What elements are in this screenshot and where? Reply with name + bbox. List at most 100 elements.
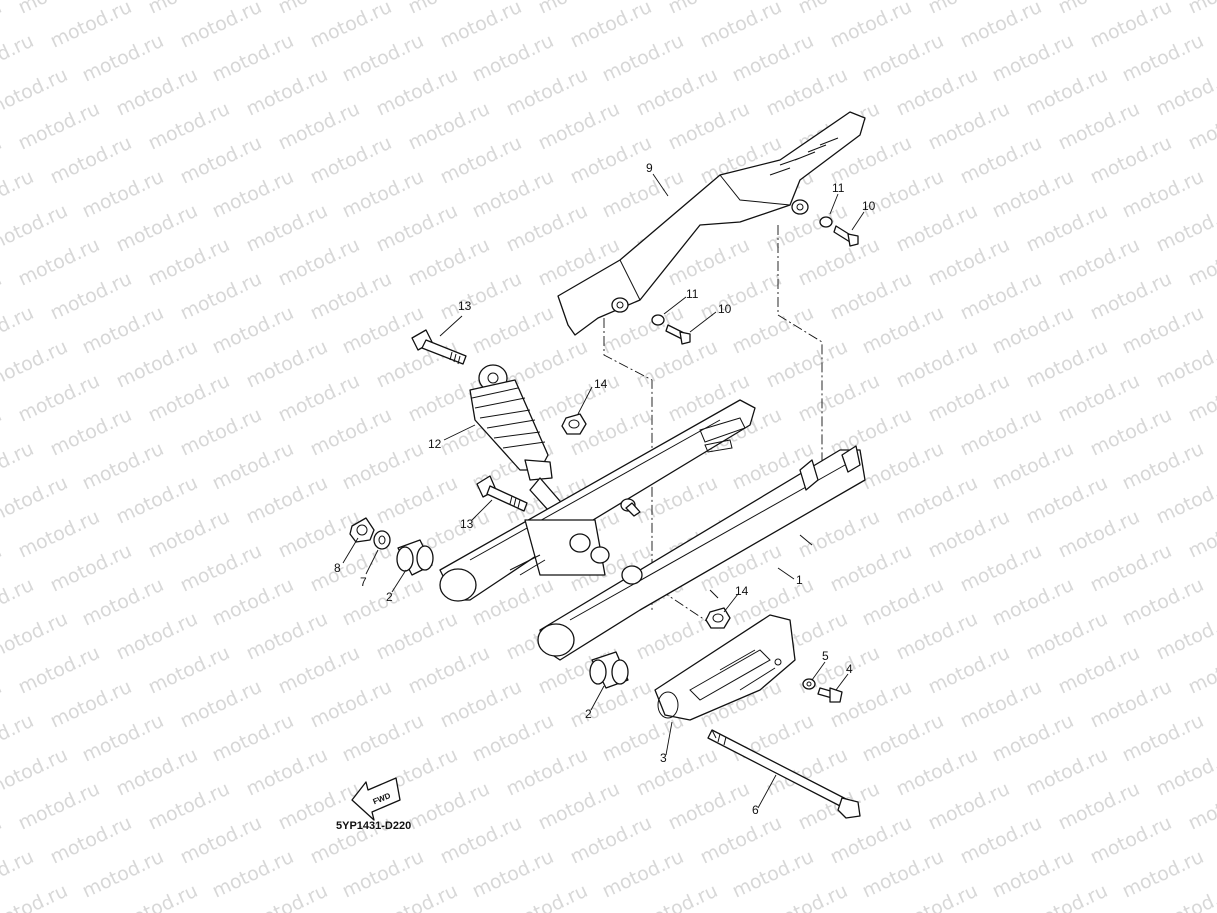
callout-11-lower: 11: [686, 287, 699, 301]
watermark-text: motod.ru: [275, 234, 363, 291]
watermark-text: motod.ru: [0, 472, 71, 529]
swingarm-part: [439, 399, 866, 661]
watermark-text: motod.ru: [957, 132, 1045, 189]
chain-case-part: [557, 111, 866, 336]
watermark-text: motod.ru: [79, 302, 167, 359]
watermark-text: motod.ru: [1119, 302, 1207, 359]
callout-3: 3: [660, 751, 667, 765]
watermark-text: motod.ru: [1119, 166, 1207, 223]
watermark-text: motod.ru: [859, 710, 947, 767]
callout-2-lower: 2: [585, 707, 592, 721]
watermark-text: motod.ru: [1119, 438, 1207, 495]
watermark-text: motod.ru: [0, 880, 71, 913]
nut-upper: [561, 413, 587, 435]
watermark-text: motod.ru: [209, 302, 297, 359]
shock-bolt-upper: [411, 329, 467, 365]
watermark-text: motod.ru: [469, 166, 557, 223]
watermark-text: motod.ru: [15, 506, 103, 563]
watermark-text: motod.ru: [469, 30, 557, 87]
watermark-text: motod.ru: [339, 30, 427, 87]
watermark-text: motod.ru: [989, 438, 1077, 495]
watermark-text: motod.ru: [567, 0, 655, 53]
watermark-text: motod.ru: [339, 166, 427, 223]
watermark-text: motod.ru: [859, 438, 947, 495]
watermark-text: motod.ru: [79, 846, 167, 903]
watermark-text: motod.ru: [827, 268, 915, 325]
watermark-text: motod.ru: [275, 98, 363, 155]
callout-9: 9: [646, 161, 653, 175]
watermark-text: motod.ru: [567, 132, 655, 189]
watermark-text: motod.ru: [113, 336, 201, 393]
watermark-text: motod.ru: [177, 404, 265, 461]
watermark-text: motod.ru: [307, 676, 395, 733]
watermark-text: motod.ru: [113, 744, 201, 801]
watermark-text: motod.ru: [113, 64, 201, 121]
watermark-text: motod.ru: [339, 846, 427, 903]
watermark-text: motod.ru: [0, 336, 71, 393]
watermark-text: motod.ru: [79, 710, 167, 767]
callout-4: 4: [846, 662, 853, 676]
watermark-text: motod.ru: [437, 812, 525, 869]
watermark-text: motod.ru: [599, 30, 687, 87]
watermark-text: motod.ru: [957, 268, 1045, 325]
watermark-text: motod.ru: [209, 710, 297, 767]
watermark-text: motod.ru: [405, 778, 493, 835]
watermark-text: motod.ru: [1055, 98, 1143, 155]
watermark-text: motod.ru: [79, 30, 167, 87]
watermark-text: motod.ru: [113, 472, 201, 529]
watermark-text: motod.ru: [859, 30, 947, 87]
watermark-text: motod.ru: [209, 574, 297, 631]
watermark-text: motod.ru: [893, 472, 981, 529]
watermark-text: motod.ru: [503, 744, 591, 801]
watermark-text: motod.ru: [15, 98, 103, 155]
watermark-text: motod.ru: [1055, 370, 1143, 427]
watermark-text: motod.ru: [1023, 200, 1111, 257]
watermark-text: motod.ru: [145, 234, 233, 291]
callout-10-lower: 10: [718, 302, 732, 316]
watermark-text: motod.ru: [827, 540, 915, 597]
callout-11-upper: 11: [832, 181, 845, 195]
watermark-text: motod.ru: [437, 676, 525, 733]
watermark-text: motod.ru: [893, 744, 981, 801]
watermark-text: motod.ru: [599, 846, 687, 903]
watermark-text: motod.ru: [989, 302, 1077, 359]
watermark-text: motod.ru: [47, 268, 135, 325]
watermark-text: motod.ru: [177, 812, 265, 869]
shock-bolt-lower: [476, 475, 528, 512]
watermark-text: motod.ru: [827, 812, 915, 869]
callout-1: 1: [796, 573, 803, 587]
leader-lines: [342, 173, 865, 809]
watermark-text: motod.ru: [893, 200, 981, 257]
watermark-text: motod.ru: [1087, 404, 1175, 461]
watermark-text: motod.ru: [859, 166, 947, 223]
watermark-text: motod.ru: [243, 472, 331, 529]
watermark-text: motod.ru: [1087, 540, 1175, 597]
watermark-text: motod.ru: [79, 438, 167, 495]
watermark-text: motod.ru: [1023, 608, 1111, 665]
watermark-text: motod.ru: [697, 812, 785, 869]
watermark-text: motod.ru: [957, 540, 1045, 597]
watermark-text: motod.ru: [1087, 0, 1175, 53]
watermark-text: motod.ru: [925, 506, 1013, 563]
watermark-text: motod.ru: [373, 472, 461, 529]
watermark-text: motod.ru: [47, 404, 135, 461]
callout-13-upper: 13: [458, 299, 472, 313]
bushing-part: [349, 517, 375, 543]
watermark-text: motod.ru: [243, 608, 331, 665]
watermark-text: motod.ru: [113, 608, 201, 665]
callout-12: 12: [428, 437, 442, 451]
watermark-text: motod.ru: [665, 98, 753, 155]
watermark-text: motod.ru: [47, 676, 135, 733]
watermark-text: motod.ru: [1055, 778, 1143, 835]
watermark-text: motod.ru: [243, 64, 331, 121]
watermark-text: motod.ru: [859, 302, 947, 359]
washer-part: [373, 530, 391, 550]
watermark-text: motod.ru: [633, 336, 721, 393]
watermark-text: motod.ru: [1153, 64, 1217, 121]
watermark-text: motod.ru: [145, 778, 233, 835]
fwd-arrow-icon: FWD: [351, 777, 401, 821]
watermark-text: motod.ru: [925, 370, 1013, 427]
watermark-text: motod.ru: [1153, 472, 1217, 529]
watermark-text: motod.ru: [79, 166, 167, 223]
